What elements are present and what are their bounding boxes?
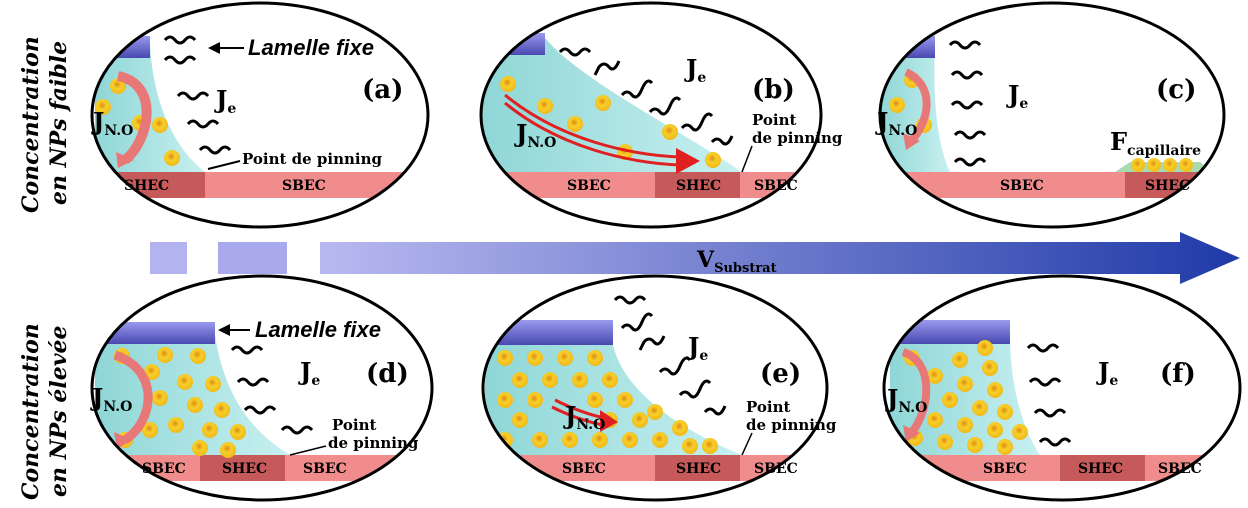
jno-arrow [904,68,931,143]
pinning-label-line2: de pinning [328,434,419,452]
panel-b: (b) Je JN.O Point de pinning SBEC SHEC S… [479,1,843,229]
panel-c: (c) Je JN.O Fcapillaire SBEC SHEC [875,1,1226,229]
substrate-label-3: SBEC [1158,461,1202,477]
jno-label: JN.O [514,119,556,151]
substrate-label-1: SBEC [1000,178,1044,194]
panel-letter-a: (a) [362,75,403,105]
panel-d: Lamelle fixe (d) Je JN.O Point de pinnin… [90,274,434,502]
substrate-label-1: SBEC [567,178,611,194]
substrate-label-2: SHEC [222,461,267,477]
row-label-top-line1: Concentration [18,36,44,213]
jno-arrow [901,348,931,435]
je-label: Je [214,85,236,117]
substrate-shec [655,455,740,481]
substrate-shec [1060,455,1145,481]
liquid-meniscus [481,38,742,172]
substrate-label-2: SBEC [282,178,326,194]
evaporation-flux [230,345,314,435]
jno-label: JN.O [90,383,132,415]
jno-label: JN.O [563,401,605,433]
panel-letter-f: (f) [1160,359,1196,389]
panel-f-frame [882,274,1242,502]
substrate-label-1: SHEC [124,178,169,194]
panel-e: (e) Je JN.O Point de pinning SBEC SHEC S… [481,274,837,502]
jno-label: JN.O [885,384,927,416]
substrate-shec [655,172,740,198]
substrate-label-2: SHEC [676,461,721,477]
lamelle-fixe [95,36,150,58]
je-label: Je [1006,80,1028,112]
evaporation-flux [613,295,727,416]
je-label: Je [686,332,708,364]
jno-arrow [600,410,618,432]
panel-d-frame [90,274,434,502]
pinning-label-line1: Point [746,398,790,416]
substrate-shec [200,455,285,481]
substrate-label-2: SHEC [1078,461,1123,477]
fcap-label: Fcapillaire [1110,127,1201,159]
lamelle-fixe [95,322,215,344]
row-label-bottom: Concentration en NPs élevée [18,323,72,500]
je-label: Je [1096,357,1118,389]
row-label-top-line2: en NPs faible [46,41,72,205]
substrate-label-1: SBEC [142,461,186,477]
evaporation-flux [558,47,734,146]
panel-c-frame [878,1,1226,229]
substrate-label-2: SHEC [1145,178,1190,194]
substrate-label-3: SBEC [303,461,347,477]
substrate-label-3: SBEC [754,461,798,477]
particles [904,340,1028,455]
row-label-bottom-line2: en NPs élevée [46,326,72,497]
velocity-label: VSubstrat [696,247,777,276]
panel-letter-e: (e) [760,359,801,389]
velocity-dash-2 [218,242,287,274]
substrate-label-3: SBEC [754,178,798,194]
panel-a-frame [90,1,430,229]
velocity-arrow: VSubstrat [150,232,1240,284]
particles [500,76,721,168]
substrate-sbec [481,172,821,198]
evaporation-flux [163,35,232,155]
velocity-main-arrow [320,232,1240,284]
evaporation-flux [1026,343,1072,447]
particles [114,347,246,458]
panel-e-frame [481,274,829,502]
panel-letter-b: (b) [752,75,795,105]
substrate-label-2: SHEC [676,178,721,194]
pinning-label-line1: Point [332,416,376,434]
liquid-meniscus [880,40,950,172]
liquid-meniscus [890,335,1040,455]
panel-letter-d: (d) [366,359,409,389]
substrate-label-1: SBEC [983,461,1027,477]
panel-b-frame [479,1,823,229]
jno-label: JN.O [875,107,917,139]
row-label-bottom-line1: Concentration [18,323,44,500]
pinning-label: Point de pinning [242,150,382,168]
je-label: Je [684,54,706,86]
velocity-dash-1 [150,242,187,274]
panel-f: (f) Je JN.O SBEC SHEC SBEC [882,274,1242,502]
jno-arrow [113,350,153,444]
jno-arrow [116,71,152,164]
pinning-label-line1: Point [752,111,796,129]
je-label: Je [298,357,320,389]
panel-letter-c: (c) [1156,75,1196,105]
substrate-label-1: SBEC [562,461,606,477]
lamelle-label: Lamelle fixe [248,35,374,60]
pinning-label-line2: de pinning [746,416,837,434]
lamelle-label: Lamelle fixe [255,317,381,342]
row-label-top: Concentration en NPs faible [18,36,72,213]
jno-arrow [676,148,700,174]
evaporation-flux [948,40,987,167]
pinning-label-line2: de pinning [752,129,843,147]
jno-label: JN.O [91,107,133,139]
panel-a: Lamelle fixe (a) Je JN.O Point de pinnin… [90,1,430,229]
